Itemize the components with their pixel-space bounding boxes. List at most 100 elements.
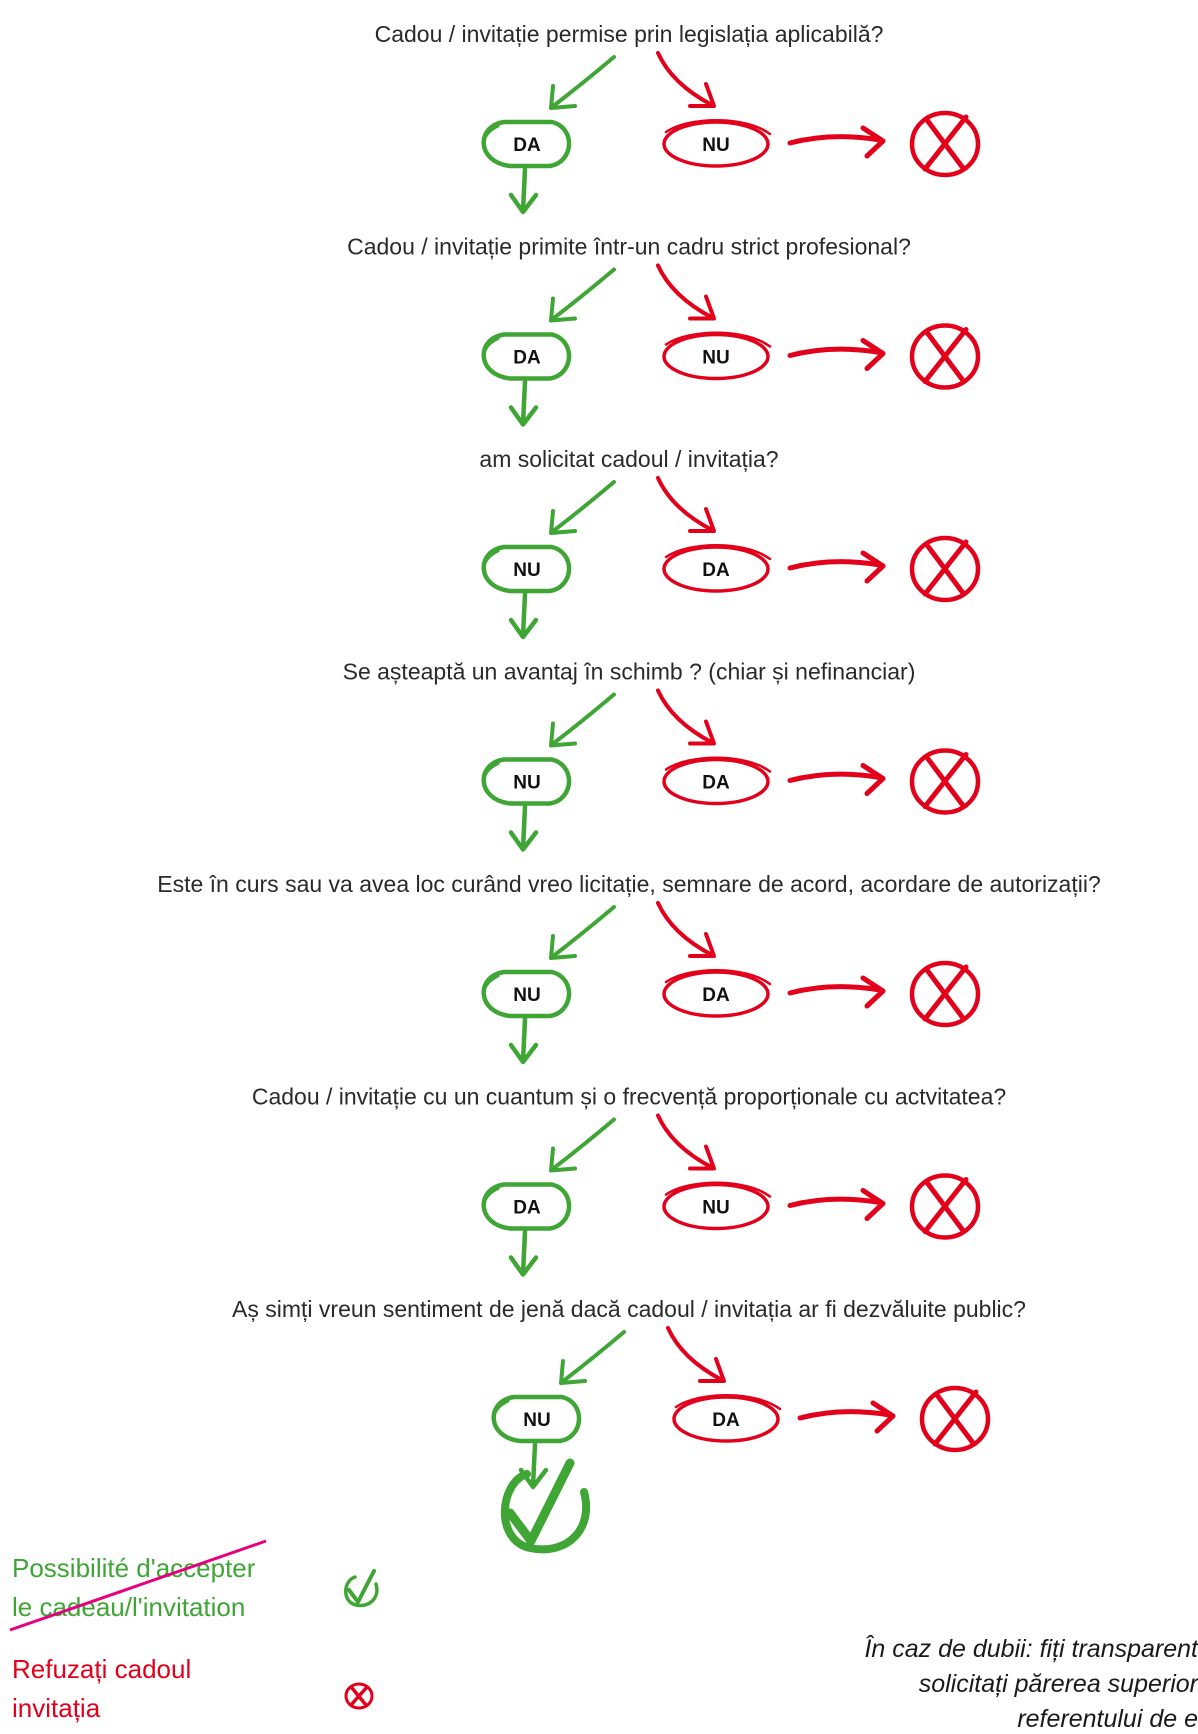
decision-step: Cadou / invitație primite într-un cadru … bbox=[347, 234, 981, 427]
pass-option: DA bbox=[481, 332, 572, 381]
refuse-arrow bbox=[787, 134, 883, 146]
x-cross bbox=[922, 539, 969, 597]
fail-option-circle bbox=[662, 332, 770, 381]
pass-branch-arrowhead bbox=[549, 721, 577, 748]
fail-branch-arrow bbox=[656, 51, 714, 107]
x-cross bbox=[922, 752, 969, 809]
x-circle-ring bbox=[909, 748, 981, 815]
pass-branch-arrow bbox=[550, 1117, 616, 1172]
fail-option-label: NU bbox=[702, 135, 729, 156]
fail-option-label: DA bbox=[702, 985, 730, 1006]
continue-arrowhead bbox=[508, 830, 539, 852]
decision-step: Aș simți vreun sentiment de jenă dacă ca… bbox=[232, 1296, 1026, 1490]
fail-option-circle-stroke bbox=[664, 331, 772, 348]
continue-arrow bbox=[520, 1016, 528, 1064]
fail-option-circle-stroke bbox=[664, 756, 772, 773]
x-circle-icon bbox=[909, 535, 981, 603]
x-cross bbox=[922, 327, 969, 384]
pass-branch-arrowhead bbox=[549, 84, 577, 110]
x-circle-ring bbox=[909, 960, 981, 1028]
fail-branch-arrowhead bbox=[688, 507, 716, 533]
fail-option-label: DA bbox=[702, 773, 730, 794]
pass-branch-arrow bbox=[550, 692, 616, 747]
x-circle-icon bbox=[909, 960, 981, 1028]
question-text: am solicitat cadoul / invitația? bbox=[479, 446, 778, 472]
fail-option-circle bbox=[662, 120, 770, 168]
decision-step: Se așteaptă un avantaj în schimb ? (chia… bbox=[343, 659, 981, 852]
question-text: Cadou / invitație cu un cuantum și o fre… bbox=[252, 1084, 1006, 1110]
fail-branch-arrow bbox=[656, 901, 714, 957]
x-circle-icon bbox=[909, 1173, 981, 1240]
decision-step: Este în curs sau va avea loc curând vreo… bbox=[157, 871, 1101, 1065]
fail-branch-arrow bbox=[656, 688, 714, 745]
fail-option: DA bbox=[662, 969, 772, 1018]
fail-option: NU bbox=[662, 331, 772, 381]
pass-branch-arrow bbox=[550, 267, 616, 322]
pass-option: NU bbox=[481, 757, 572, 806]
pass-branch-arrow bbox=[550, 905, 616, 959]
pass-option-circle-stroke bbox=[482, 549, 508, 593]
x-circle-icon bbox=[909, 110, 981, 178]
pass-option-circle-stroke bbox=[482, 974, 508, 1018]
fail-option-circle-stroke bbox=[664, 1181, 772, 1198]
fail-option-circle-stroke bbox=[664, 544, 772, 561]
continue-arrow bbox=[520, 804, 528, 851]
refuse-arrow bbox=[797, 1409, 893, 1421]
pass-option: NU bbox=[491, 1394, 582, 1444]
fail-branch-arrow bbox=[656, 263, 714, 320]
refuse-arrow bbox=[787, 1196, 883, 1208]
fail-option: DA bbox=[662, 544, 772, 593]
note-line1: În caz de dubii: fiți transparent bbox=[864, 1634, 1198, 1663]
fail-option: DA bbox=[672, 1394, 782, 1443]
refuse-arrowhead bbox=[870, 1400, 896, 1434]
pass-option: DA bbox=[481, 1182, 572, 1231]
fail-option-label: NU bbox=[702, 348, 729, 369]
x-circle-ring bbox=[909, 323, 981, 390]
fail-option-circle bbox=[662, 970, 770, 1018]
x-circle-ring bbox=[919, 1385, 991, 1453]
pass-branch-arrow bbox=[550, 480, 616, 534]
x-cross bbox=[922, 1177, 969, 1234]
x-cross bbox=[922, 114, 969, 172]
fail-option-circle bbox=[662, 1182, 770, 1231]
refuse-arrowhead bbox=[860, 125, 886, 159]
pass-option-label: NU bbox=[513, 773, 540, 794]
question-text: Se așteaptă un avantaj în schimb ? (chia… bbox=[343, 659, 916, 685]
refuse-arrow bbox=[787, 346, 883, 358]
pass-branch-arrow bbox=[560, 1330, 626, 1384]
legend-refuse-line1: Refuzați cadoul bbox=[12, 1654, 191, 1684]
fail-option-circle-stroke bbox=[664, 969, 772, 986]
fail-branch-arrowhead bbox=[688, 294, 716, 321]
fail-branch-arrow bbox=[656, 1113, 714, 1170]
fail-branch-arrowhead bbox=[688, 1144, 716, 1171]
fail-option-circle bbox=[672, 1395, 780, 1443]
fail-branch-arrowhead bbox=[688, 932, 716, 958]
pass-option-label: NU bbox=[513, 985, 540, 1006]
pass-option-label: DA bbox=[513, 135, 541, 156]
fail-option-circle-stroke bbox=[674, 1394, 782, 1411]
fail-option-circle bbox=[662, 757, 770, 806]
question-text: Este în curs sau va avea loc curând vreo… bbox=[157, 871, 1101, 897]
pass-option-circle-stroke bbox=[482, 337, 508, 380]
fail-option-label: NU bbox=[702, 1198, 729, 1219]
decision-step: Cadou / invitație cu un cuantum și o fre… bbox=[252, 1084, 1006, 1277]
legend-x-icon bbox=[344, 1682, 374, 1710]
fail-branch-arrowhead bbox=[698, 1357, 726, 1383]
pass-option-circle-stroke bbox=[492, 1399, 518, 1443]
pass-branch-arrow bbox=[550, 55, 616, 109]
pass-branch-arrowhead bbox=[549, 296, 577, 323]
refuse-arrow bbox=[787, 559, 883, 571]
pass-branch-arrowhead bbox=[559, 1359, 587, 1385]
x-circle-ring bbox=[909, 110, 981, 178]
fail-option-circle-stroke bbox=[664, 119, 772, 136]
fail-branch-arrow bbox=[666, 1326, 724, 1382]
refuse-arrowhead bbox=[860, 550, 886, 584]
pass-option: NU bbox=[481, 969, 572, 1019]
question-text: Aș simți vreun sentiment de jenă dacă ca… bbox=[232, 1296, 1026, 1322]
note-line3: referentului de e bbox=[1017, 1705, 1198, 1729]
x-cross bbox=[932, 1389, 979, 1447]
x-circle-ring bbox=[909, 1173, 981, 1240]
legend: Possibilité d'accepter le cadeau/l'invit… bbox=[9, 1539, 379, 1723]
